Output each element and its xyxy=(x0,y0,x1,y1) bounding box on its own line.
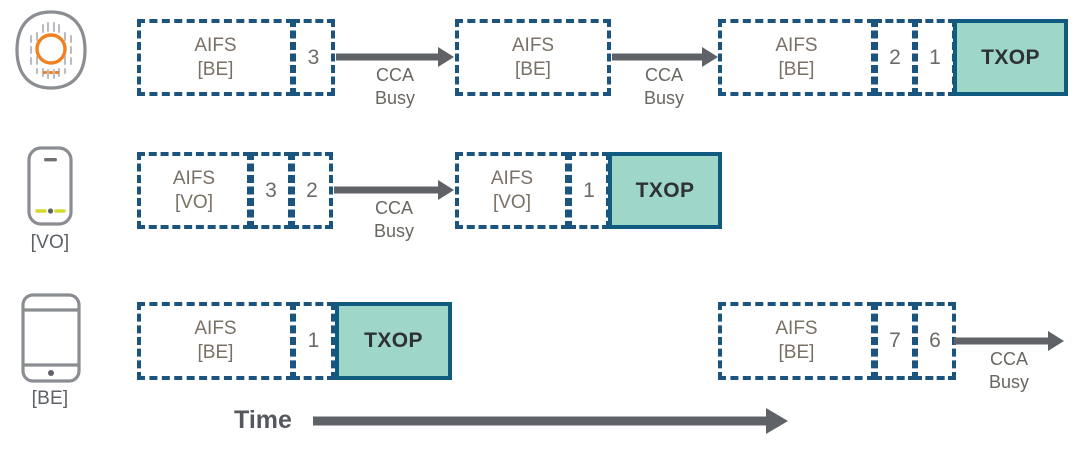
txop-label: TXOP xyxy=(364,329,423,352)
cca-label-line1: CCA xyxy=(989,349,1028,369)
txop-label: TXOP xyxy=(981,45,1040,69)
aifs-label-line2: [BE] xyxy=(197,342,234,363)
time-arrow-shaft xyxy=(313,416,766,426)
cca-busy-label: CCA Busy xyxy=(608,64,720,109)
backoff-slot: 1 xyxy=(914,19,956,96)
device-label-vo: [VO] xyxy=(30,232,70,253)
cca-busy-arrow xyxy=(334,176,454,204)
arrow-head xyxy=(438,47,454,67)
aifs-box: AIFS [VO] xyxy=(137,152,251,229)
aifs-label-line2: [BE] xyxy=(778,58,815,80)
backoff-slot: 2 xyxy=(874,19,916,96)
backoff-slot: 1 xyxy=(568,152,610,229)
aifs-label-line2: [BE] xyxy=(515,58,551,80)
txop-label: TXOP xyxy=(635,178,695,202)
cca-label-line2: Busy xyxy=(373,220,415,241)
aifs-label-line2: [VO] xyxy=(174,191,213,213)
tablet-icon xyxy=(20,292,82,384)
cca-label-line1: CCA xyxy=(374,198,413,218)
aifs-label-line2: [BE] xyxy=(778,342,815,363)
aifs-box: AIFS [BE] xyxy=(455,19,611,96)
backoff-slot: 2 xyxy=(291,152,333,229)
cca-busy-label: CCA Busy xyxy=(954,348,1064,393)
aifs-label-line1: AIFS xyxy=(194,34,237,56)
smartphone-icon xyxy=(26,145,74,227)
backoff-slot: 3 xyxy=(250,152,292,229)
aifs-label-line1: AIFS xyxy=(172,167,216,189)
backoff-slot-value: 1 xyxy=(583,178,595,202)
txop-box: TXOP xyxy=(608,152,722,229)
aifs-box: AIFS [BE] xyxy=(718,302,875,380)
time-arrow-head xyxy=(766,408,788,434)
cca-label-line1: CCA xyxy=(644,65,683,85)
backoff-slot-value: 1 xyxy=(307,329,320,352)
access-point-icon xyxy=(14,9,88,91)
backoff-slot-value: 1 xyxy=(929,45,941,69)
cca-busy-label: CCA Busy xyxy=(336,64,454,109)
cca-busy-arrow xyxy=(612,43,718,71)
backoff-slot: 3 xyxy=(292,19,335,96)
cca-busy-label: CCA Busy xyxy=(334,197,454,242)
backoff-slot: 1 xyxy=(292,302,335,380)
backoff-slot-value: 7 xyxy=(889,329,901,352)
aifs-label-line2: [VO] xyxy=(492,191,531,213)
time-axis-label: Time xyxy=(234,406,292,434)
cca-busy-arrow xyxy=(954,327,1064,355)
backoff-slot-value: 3 xyxy=(307,45,320,69)
aifs-box: AIFS [VO] xyxy=(455,152,569,229)
backoff-slot-value: 3 xyxy=(265,178,277,202)
aifs-label-line2: [BE] xyxy=(197,58,234,80)
aifs-label-line1: AIFS xyxy=(511,34,555,56)
time-axis-arrow xyxy=(313,408,788,434)
aifs-label-line1: AIFS xyxy=(775,318,818,340)
cca-label-line2: Busy xyxy=(988,371,1030,392)
backoff-slot-value: 2 xyxy=(306,178,318,202)
aifs-box: AIFS [BE] xyxy=(137,302,294,380)
backoff-slot: 6 xyxy=(914,302,956,380)
device-label-be: [BE] xyxy=(31,388,69,409)
arrow-shaft xyxy=(954,337,1048,345)
backoff-slot-value: 6 xyxy=(929,329,941,352)
cca-busy-arrow xyxy=(336,43,454,71)
cca-label-line1: CCA xyxy=(375,65,414,85)
arrow-head xyxy=(438,180,454,200)
aifs-box: AIFS [BE] xyxy=(718,19,875,96)
cca-label-line2: Busy xyxy=(643,87,685,108)
arrow-head xyxy=(702,47,718,67)
arrow-head xyxy=(1048,331,1064,351)
arrow-shaft xyxy=(612,53,702,61)
backoff-slot: 7 xyxy=(874,302,916,380)
arrow-shaft xyxy=(336,53,438,61)
backoff-slot-value: 2 xyxy=(889,45,901,69)
txop-box: TXOP xyxy=(953,19,1068,96)
aifs-label-line1: AIFS xyxy=(490,167,534,189)
aifs-label-line1: AIFS xyxy=(194,318,237,340)
txop-box: TXOP xyxy=(335,302,452,380)
aifs-box: AIFS [BE] xyxy=(137,19,294,96)
aifs-label-line1: AIFS xyxy=(775,34,818,56)
arrow-shaft xyxy=(334,186,438,194)
cca-label-line2: Busy xyxy=(374,87,416,108)
